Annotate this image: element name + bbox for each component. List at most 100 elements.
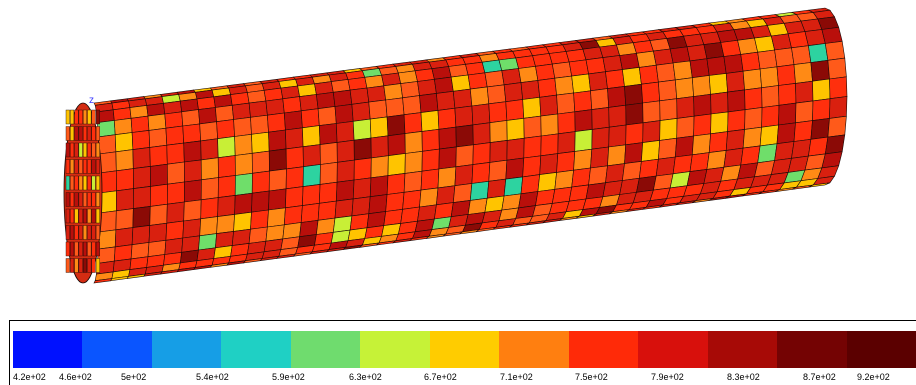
legend-tick-label: 7.9e+02 (651, 372, 684, 382)
mesh-cell (591, 107, 610, 130)
legend-swatch (290, 331, 361, 368)
mesh-cell (132, 186, 151, 209)
end-cap-cell (91, 126, 96, 141)
mesh-cell (557, 111, 576, 135)
mesh-cell (369, 116, 389, 139)
legend-swatch (777, 331, 847, 368)
mesh-cell (522, 155, 542, 178)
mesh-cell (404, 131, 423, 154)
mesh-cell (400, 206, 420, 224)
mesh-cell (316, 217, 336, 235)
mesh-cell (554, 75, 574, 96)
end-cap-cell (65, 258, 70, 273)
mesh-cell (319, 161, 338, 185)
mesh-cell (791, 45, 812, 65)
mesh-cell (588, 165, 608, 186)
legend-swatch (221, 331, 291, 368)
mesh-cell (672, 154, 693, 175)
mesh-cell (571, 167, 591, 188)
mesh-cell (622, 67, 642, 87)
mesh-cell (217, 195, 236, 217)
mesh-cell (588, 71, 608, 92)
mesh-cell (795, 100, 814, 124)
end-cap-cell (87, 241, 92, 257)
mesh-cell (115, 208, 134, 231)
mesh-cell (233, 116, 252, 137)
end-cap-cell (78, 175, 83, 191)
mesh-cell (115, 188, 134, 212)
mesh-cell (383, 208, 403, 226)
cylinder-mesh (93, 7, 848, 284)
end-cap-cell (78, 192, 83, 207)
end-cap-cell (95, 192, 100, 207)
mesh-cell (556, 151, 576, 173)
mesh-cell (793, 120, 813, 142)
mesh-cell (250, 114, 269, 135)
mesh-cell (419, 187, 439, 208)
end-cap-cell (74, 142, 79, 158)
mesh-cell (740, 145, 761, 166)
mesh-cell (452, 183, 473, 203)
legend-swatch (707, 331, 778, 368)
mesh-cell (540, 113, 559, 137)
mesh-cell (351, 196, 371, 217)
end-cap-cell (91, 241, 96, 257)
mesh-cell (808, 182, 831, 188)
mesh-cell (486, 84, 507, 105)
mesh-cell (658, 137, 678, 160)
end-cap-cell (95, 241, 100, 257)
mesh-cell (691, 75, 711, 97)
mesh-cell (368, 194, 388, 215)
mesh-cell (557, 131, 576, 154)
mesh-cell (97, 134, 117, 155)
end-cap-cell (87, 126, 92, 141)
end-cap-cell (95, 126, 100, 141)
mesh-cell (469, 180, 490, 201)
legend-tick-label: 5.4e+02 (196, 372, 229, 382)
mesh-cell (591, 126, 610, 150)
end-cap-cell (82, 109, 87, 125)
mesh-cell (265, 98, 285, 116)
mesh-cell (437, 166, 457, 189)
mesh-cell (506, 117, 525, 141)
mesh-cell (231, 228, 251, 246)
mesh-cell (824, 40, 846, 61)
mesh-cell (97, 229, 117, 250)
mesh-cell (149, 163, 168, 187)
end-cap-cell (74, 208, 79, 224)
mesh-cell (454, 105, 474, 128)
mesh-cell (402, 189, 422, 210)
end-cap-cell (65, 175, 70, 191)
mesh-cell (821, 151, 843, 169)
end-cap-cell (91, 109, 96, 125)
mesh-cell (285, 146, 304, 170)
mesh-cell (251, 131, 270, 154)
mesh-cell (484, 70, 505, 88)
mesh-cell (706, 56, 727, 76)
end-cap-cell (70, 208, 75, 224)
legend-swatch (360, 331, 430, 368)
end-cap-cell (78, 142, 83, 158)
mesh-cell (282, 222, 302, 240)
end-cap-cell (82, 142, 87, 158)
mesh-cell (757, 49, 778, 70)
mesh-cell (727, 89, 746, 113)
mesh-cell (248, 226, 268, 244)
mesh-cell (332, 215, 353, 233)
mesh-cell (655, 156, 676, 177)
end-cap-cell (82, 175, 87, 191)
mesh-cell (472, 142, 491, 165)
mesh-cell (282, 96, 302, 114)
mesh-cell (725, 70, 745, 93)
legend-swatch (846, 331, 916, 368)
mesh-cell (450, 74, 471, 92)
end-cap-cell (74, 126, 79, 141)
end-cap-cell (82, 126, 87, 141)
legend-swatch (638, 331, 708, 368)
mesh-cell (759, 124, 779, 147)
mesh-cell (336, 139, 355, 163)
mesh-cell (676, 96, 695, 119)
mesh-cell (691, 133, 711, 156)
mesh-cell (540, 133, 559, 157)
